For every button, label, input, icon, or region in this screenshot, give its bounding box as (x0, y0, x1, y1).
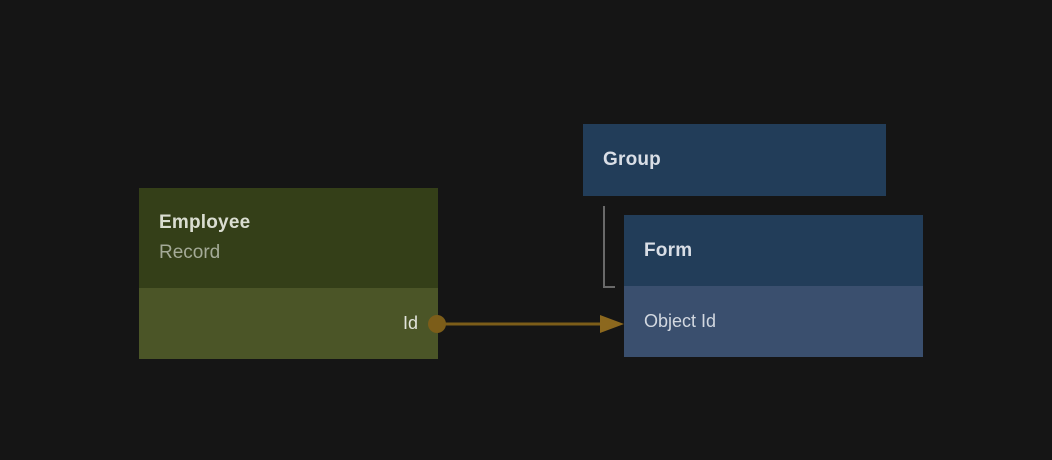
node-group-header[interactable]: Group (583, 124, 886, 196)
node-form-title: Form (644, 239, 693, 261)
node-group-title: Group (603, 149, 661, 170)
field-employee-id-label: Id (402, 313, 418, 333)
node-employee-title: Employee (159, 212, 251, 233)
node-employee-subtitle: Record (159, 242, 221, 263)
field-form-object-id-label: Object Id (644, 311, 717, 331)
node-group[interactable]: Group (583, 124, 886, 196)
field-employee-id[interactable]: Id (139, 288, 438, 359)
node-form[interactable]: Form Object Id (624, 215, 923, 357)
group-form-connector (603, 206, 615, 288)
node-employee[interactable]: Employee Record Id (139, 188, 438, 359)
relation-edge[interactable] (428, 315, 624, 333)
node-form-header[interactable]: Form (624, 215, 923, 286)
node-employee-header[interactable]: Employee Record (139, 188, 438, 288)
field-form-object-id[interactable]: Object Id (624, 286, 923, 357)
relation-arrowhead-icon (600, 315, 624, 333)
